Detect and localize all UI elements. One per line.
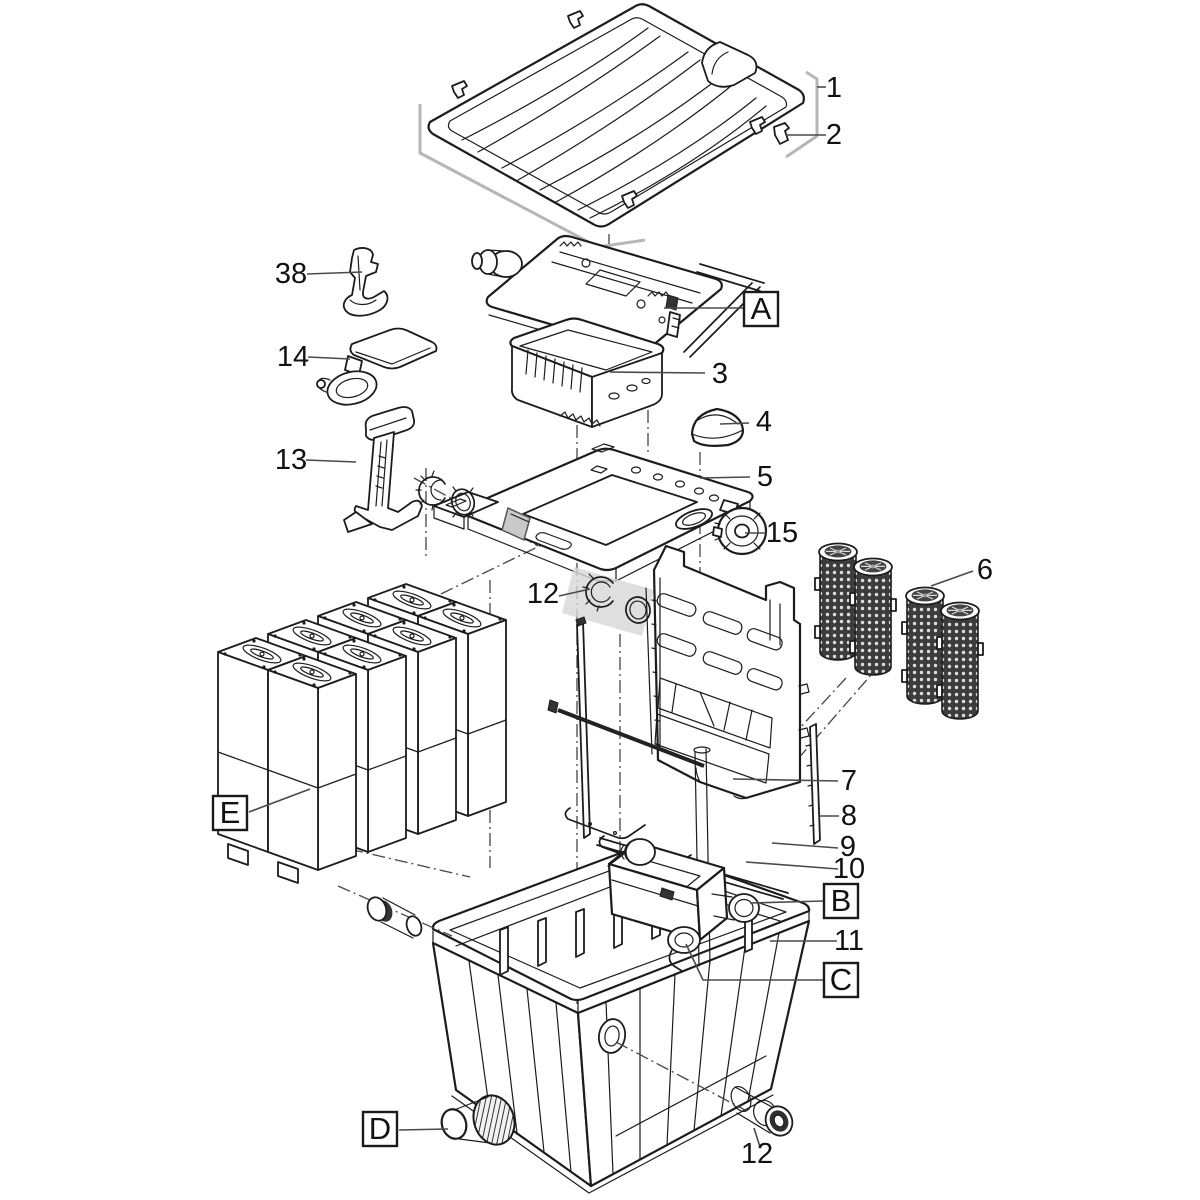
callout-label: 2 xyxy=(826,119,842,151)
pump-intake xyxy=(667,926,701,972)
callout-leader-line xyxy=(732,778,839,782)
callout-13: 13 xyxy=(275,444,357,476)
callout-10: 10 xyxy=(745,853,865,885)
stand-bracket-part-13 xyxy=(343,406,423,533)
pump-assembly-part xyxy=(596,746,789,972)
callout-1: 1 xyxy=(817,72,842,104)
callout-box xyxy=(822,961,860,999)
callout-leader-line xyxy=(305,459,357,463)
callout-label: 10 xyxy=(833,853,865,885)
callout-leader-line xyxy=(685,943,824,981)
callout-label: B xyxy=(831,883,852,918)
callout-label: 5 xyxy=(757,461,773,493)
bottom-outlet-part-12 xyxy=(730,1086,794,1137)
callout-box xyxy=(742,290,780,328)
callout-9: 9 xyxy=(771,831,856,863)
foam-block-foot xyxy=(277,861,299,884)
pump-outlet-port xyxy=(711,893,760,923)
callout-3: 3 xyxy=(609,358,728,390)
callout-leader-line xyxy=(398,1128,449,1131)
callout-label: 3 xyxy=(712,358,728,390)
lid-clip-icon xyxy=(451,10,766,209)
callout-box xyxy=(361,1110,399,1148)
callout-leader-line xyxy=(248,788,311,813)
inlet-fitting-part xyxy=(366,896,423,939)
callout-5: 5 xyxy=(699,461,773,493)
callout-38: 38 xyxy=(275,258,363,290)
callout-label: 38 xyxy=(275,258,307,290)
callout-label: C xyxy=(830,962,852,997)
debris-tray-part-3 xyxy=(509,317,665,428)
pump-left-cap xyxy=(624,838,656,866)
foam-block-foot xyxy=(227,843,249,866)
callout-leader-line xyxy=(609,371,706,374)
callout-label: 7 xyxy=(841,765,857,797)
callout-11: 11 xyxy=(770,925,864,957)
foam-filter-blocks-part-E xyxy=(217,583,507,884)
callout-label: 12 xyxy=(527,578,559,610)
seal-profile-part-9 xyxy=(564,807,646,840)
retainer-hook-part-38 xyxy=(342,247,389,317)
alignment-guides-over xyxy=(337,885,746,1111)
callout-label: 15 xyxy=(766,517,798,549)
lid-clip-part-2 xyxy=(773,122,790,145)
clamp-rings-part xyxy=(415,470,531,542)
cover-cap-part-4 xyxy=(690,407,745,447)
callout-12: 12 xyxy=(527,578,591,610)
callout-leader-line xyxy=(558,588,591,597)
lid-handle xyxy=(701,41,758,88)
filter-cartridges-part-6 xyxy=(814,542,984,720)
callout-leader-line xyxy=(771,842,839,849)
callout-box xyxy=(211,794,249,832)
callout-label: E xyxy=(220,795,241,830)
callout-c: C xyxy=(685,943,860,999)
hose-holder-part-14 xyxy=(316,327,438,406)
callout-leader-line xyxy=(749,900,825,904)
callout-b: B xyxy=(749,882,860,920)
filter-frame-part-5 xyxy=(433,443,754,582)
callout-label: 14 xyxy=(277,341,309,373)
drain-outlet-part-D xyxy=(440,1094,516,1146)
callout-box xyxy=(822,882,860,920)
callout-14: 14 xyxy=(277,341,351,373)
callout-4: 4 xyxy=(719,406,772,438)
callout-leader-line xyxy=(719,422,750,425)
lid-part xyxy=(418,3,819,249)
callout-leader-line xyxy=(745,861,839,870)
callout-e: E xyxy=(211,788,311,832)
callout-leader-line xyxy=(306,271,363,275)
wheel-part-15 xyxy=(712,499,768,556)
callout-leader-line xyxy=(753,1127,761,1148)
connector-rings-part-12 xyxy=(562,567,654,636)
callout-leader-line xyxy=(930,570,974,587)
callout-label: 11 xyxy=(834,925,864,957)
callout-label: 9 xyxy=(840,831,856,863)
callout-7: 7 xyxy=(732,765,857,797)
separation-grid-part-7 xyxy=(645,544,810,800)
callout-leader-line xyxy=(699,476,751,479)
callout-label: 12 xyxy=(741,1138,773,1170)
callout-12: 12 xyxy=(741,1127,773,1170)
callout-label: 8 xyxy=(841,800,857,832)
callout-label: D xyxy=(369,1111,391,1146)
container-ribs xyxy=(468,932,780,1175)
callout-8: 8 xyxy=(819,800,857,832)
callout-6: 6 xyxy=(930,554,993,587)
callout-2: 2 xyxy=(786,119,842,151)
callout-label: 1 xyxy=(826,72,842,104)
callout-label: 13 xyxy=(275,444,307,476)
callout-15: 15 xyxy=(745,517,798,549)
callout-label: 4 xyxy=(756,406,772,438)
callout-label: A xyxy=(751,291,772,326)
callout-leader-line xyxy=(307,356,351,360)
tray-corrugation xyxy=(525,349,583,393)
uvc-lamp-head xyxy=(471,249,523,278)
callout-label: 6 xyxy=(977,554,993,586)
callout-a: A xyxy=(664,290,780,328)
callout-d: D xyxy=(361,1110,449,1148)
